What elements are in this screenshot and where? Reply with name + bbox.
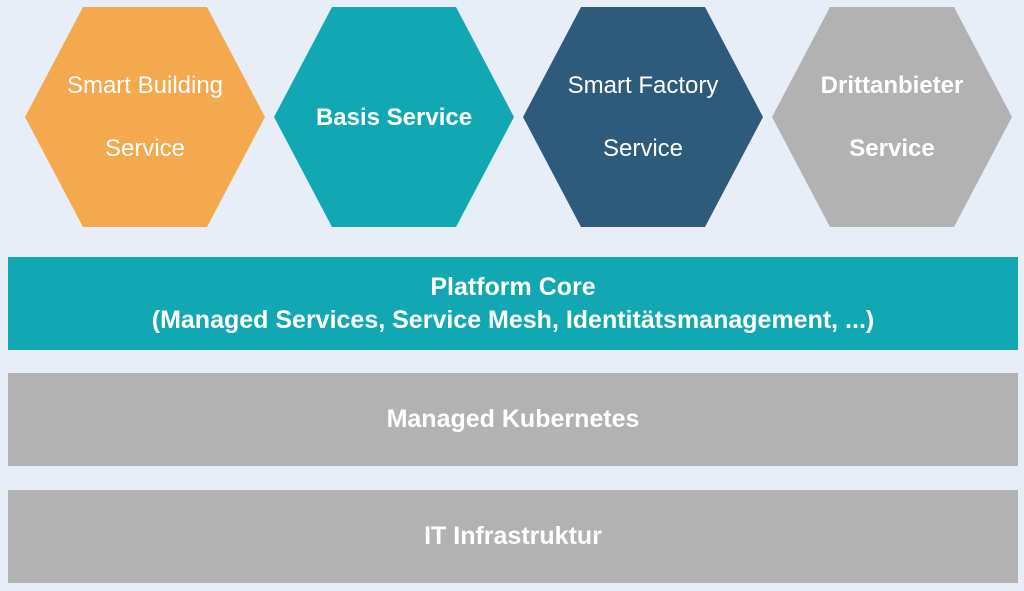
infrastructure-layer: IT Infrastruktur [8, 490, 1018, 583]
service-label-line1: Smart Factory [567, 72, 719, 99]
kubernetes-layer: Managed Kubernetes [8, 373, 1018, 466]
service-label-line2: Service [849, 135, 935, 162]
service-label-line1: Smart Building [66, 72, 224, 99]
hex-basis-service: Basis Service [274, 7, 514, 227]
infrastructure-title: IT Infrastruktur [424, 522, 602, 550]
hexagon-shape [274, 7, 514, 227]
platform-core-layer: Platform Core (Managed Services, Service… [8, 257, 1018, 350]
service-label-line2: Service [104, 135, 186, 162]
kubernetes-title: Managed Kubernetes [386, 405, 640, 433]
platform-core-title: Platform Core [430, 272, 596, 301]
hexagon-shape [772, 7, 1012, 227]
hexagon-shape [523, 7, 763, 227]
service-label: Basis Service [315, 103, 473, 131]
service-label-line1: Drittanbieter [820, 72, 964, 99]
hexagon-shape [25, 7, 265, 227]
service-label-line2: Service [602, 135, 684, 162]
platform-core-subtitle: (Managed Services, Service Mesh, Identit… [151, 305, 875, 334]
